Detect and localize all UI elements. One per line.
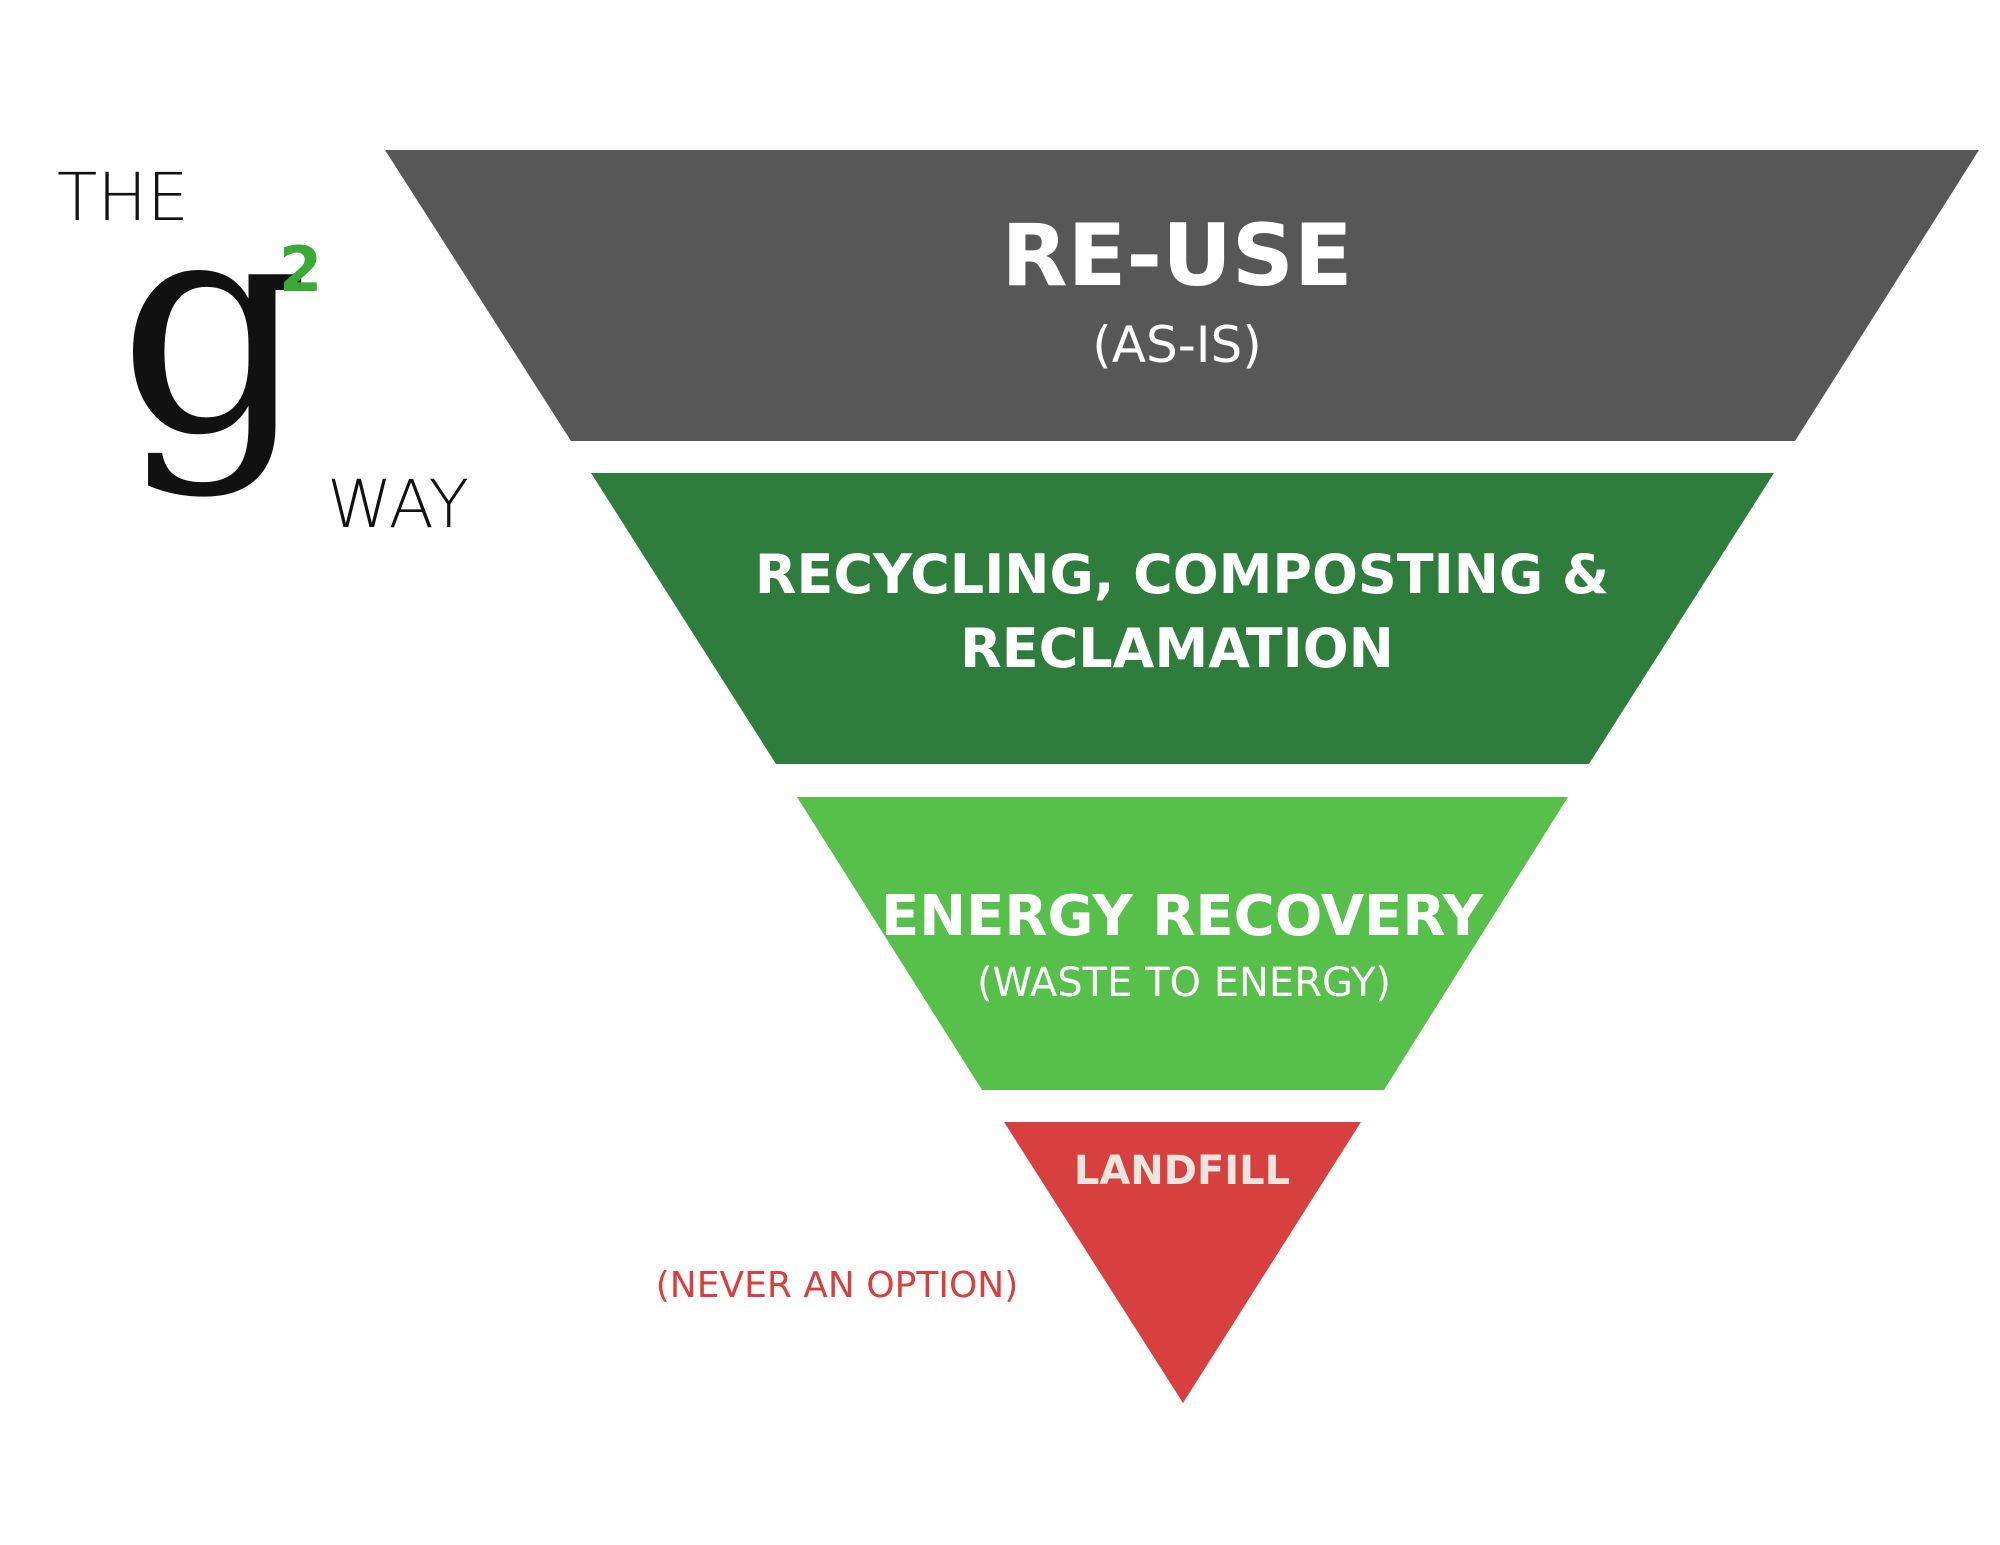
tier-reuse-title: RE-USE (1001, 206, 1352, 306)
tier-recycling-title-line-2: RECLAMATION (960, 617, 1394, 680)
tier-recycling-band (591, 473, 1774, 764)
tier-energy-band (797, 797, 1568, 1090)
tier-energy-subtitle: (WASTE TO ENERGY) (977, 960, 1391, 1006)
tier-landfill: LANDFILL (1004, 1122, 1361, 1403)
tier-energy-recovery: ENERGY RECOVERY (WASTE TO ENERGY) (797, 797, 1568, 1090)
tier-reuse-band (385, 150, 1979, 441)
tier-energy-title: ENERGY RECOVERY (881, 884, 1485, 949)
tier-reuse-subtitle: (AS-IS) (1092, 316, 1261, 374)
tier-landfill-title: LANDFILL (1074, 1148, 1290, 1194)
tier-recycling-title-line-1: RECYCLING, COMPOSTING & (755, 543, 1609, 606)
tier-landfill-triangle (1004, 1122, 1361, 1403)
landfill-note: (NEVER AN OPTION) (656, 1265, 1019, 1306)
logo-the-text: THE (57, 159, 189, 236)
logo-way-text: WAY (327, 466, 469, 543)
tier-recycling: RECYCLING, COMPOSTING & RECLAMATION (591, 473, 1774, 764)
tier-reuse: RE-USE (AS-IS) (385, 150, 1979, 441)
logo-g-letter: g (118, 152, 310, 501)
logo-exponent: 2 (279, 233, 322, 306)
g2-logo: THE g 2 WAY (57, 152, 469, 543)
